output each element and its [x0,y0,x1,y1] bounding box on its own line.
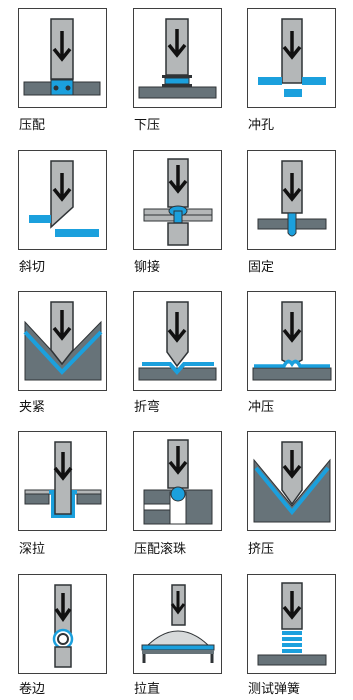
process-label-bending: 折弯 [134,400,161,415]
bevel-cut-icon [29,160,99,237]
process-label-straightening: 拉直 [134,682,161,697]
stamping-icon [252,301,332,381]
extrusion-icon [253,441,331,523]
process-label-press-down: 下压 [134,118,161,133]
spring-testing-icon [257,582,327,666]
process-label-punching: 冲孔 [248,118,275,133]
tile-stamping [247,291,336,391]
press-down-icon [138,18,217,99]
process-label-stamping: 冲压 [248,400,275,415]
tile-spring-testing [247,574,336,674]
tile-deep-drawing [18,431,107,531]
straightening-icon [141,584,215,663]
tile-ball-press-fit [133,431,222,531]
process-label-press-fit: 压配 [19,118,46,133]
ball-press-fit-icon [143,439,213,525]
process-label-bevel-cut: 斜切 [19,260,46,275]
tile-press-fit [18,8,107,108]
tile-straightening [133,574,222,674]
clamping-icon [23,301,103,381]
process-label-clamping: 夹紧 [19,400,46,415]
riveting-icon [143,158,213,246]
tile-fixing [247,150,336,250]
curling-icon [52,584,74,668]
tile-extrusion [247,431,336,531]
deep-drawing-icon [24,441,102,518]
tile-curling [18,574,107,674]
tile-clamping [18,291,107,391]
process-label-ball-press-fit: 压配滚珠 [134,542,187,557]
process-label-riveting: 铆接 [134,260,161,275]
tile-punching [247,8,336,108]
tile-riveting [133,150,222,250]
tile-bevel-cut [18,150,107,250]
process-label-deep-drawing: 深拉 [19,542,46,557]
tile-press-down [133,8,222,108]
press-fit-icon [23,18,101,96]
process-label-fixing: 固定 [248,260,275,275]
bending-icon [138,301,217,381]
process-label-extrusion: 挤压 [248,542,275,557]
process-label-curling: 卷边 [19,682,46,697]
fixing-icon [257,160,327,237]
tile-bending [133,291,222,391]
process-label-spring-testing: 测试弹簧 [248,682,301,697]
punching-icon [258,18,326,97]
